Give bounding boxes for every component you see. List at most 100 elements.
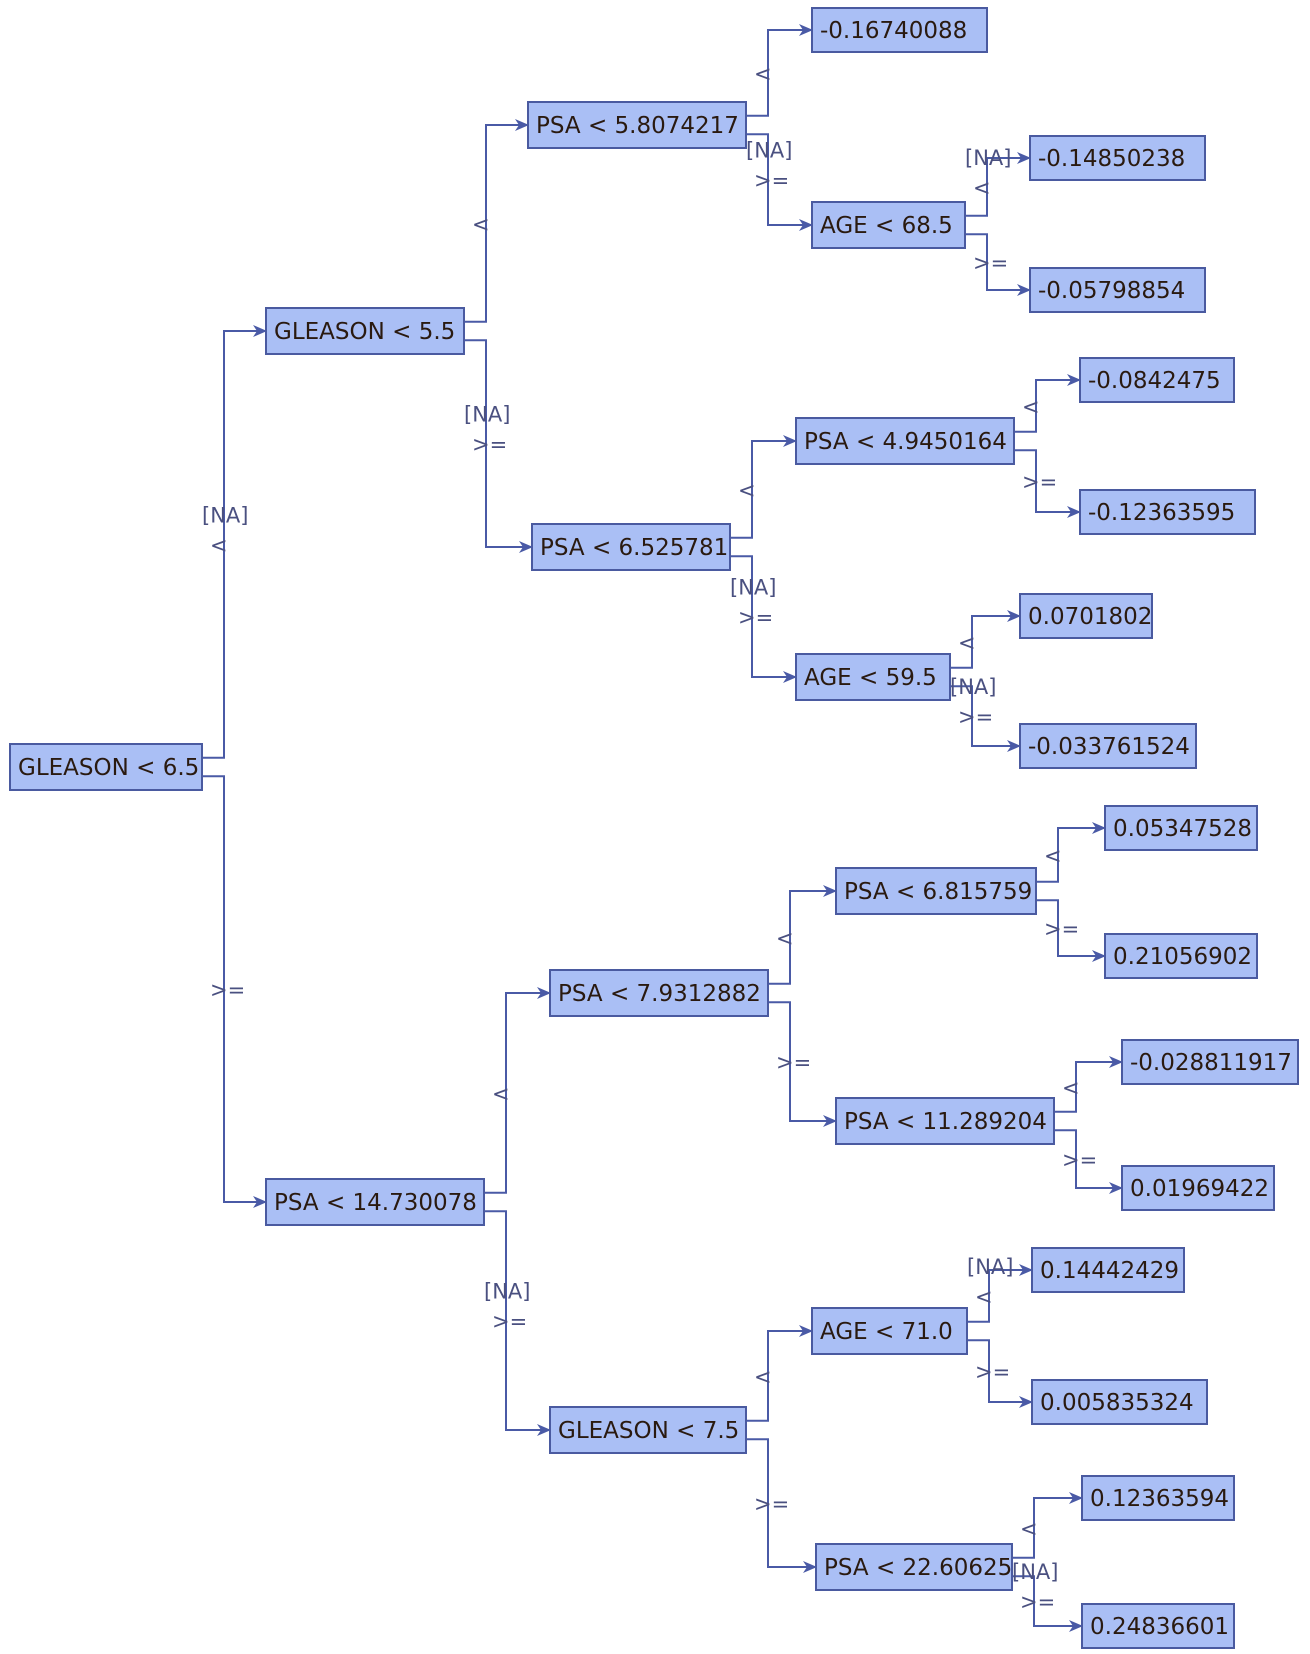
tree-node: PSA < 4.9450164 <box>795 417 1015 465</box>
node-box <box>1121 1165 1275 1211</box>
edge-n24-n27 <box>1012 1492 1083 1559</box>
edge-n3-n8 <box>746 133 813 231</box>
node-label: 0.005835324 <box>1040 1390 1194 1416</box>
node-box <box>811 201 966 249</box>
edge-n5-n18 <box>768 1001 837 1127</box>
edge-n12-n15 <box>950 610 1021 669</box>
tree-node: -0.05798854 <box>1029 267 1206 313</box>
node-box <box>265 307 465 355</box>
edge-n17-n19 <box>1036 822 1106 883</box>
edge-na-label: [NA] <box>1012 1560 1058 1584</box>
edge-label: >= <box>1044 917 1079 941</box>
tree-node: -0.0842475 <box>1079 357 1235 403</box>
node-box <box>1031 1247 1185 1293</box>
edge-n0-n1 <box>202 325 267 759</box>
edge-label: < <box>754 62 772 86</box>
node-label: AGE < 59.5 <box>804 665 937 691</box>
node-label: -0.033761524 <box>1028 734 1190 760</box>
node-box <box>549 1406 747 1454</box>
edge-label: < <box>754 1365 772 1389</box>
edge-n6-n23 <box>746 1325 813 1422</box>
node-label: GLEASON < 7.5 <box>558 1418 739 1444</box>
tree-node: PSA < 7.9312882 <box>549 969 769 1017</box>
tree-node: PSA < 6.815759 <box>835 867 1037 915</box>
node-box <box>1019 723 1197 769</box>
node-box <box>1031 1379 1208 1425</box>
node-box <box>795 417 1015 465</box>
node-box <box>835 867 1037 915</box>
edge-label: < <box>472 212 490 236</box>
node-box <box>1081 1603 1235 1649</box>
edge-na-label: [NA] <box>965 146 1011 170</box>
edge-label: >= <box>1022 470 1057 494</box>
edge-n18-n22 <box>1054 1129 1123 1194</box>
tree-node: 0.24836601 <box>1081 1603 1235 1649</box>
node-label: -0.16740088 <box>820 18 967 44</box>
node-box <box>1104 933 1258 979</box>
tree-node: 0.21056902 <box>1104 933 1258 979</box>
tree-node: GLEASON < 7.5 <box>549 1406 747 1454</box>
edge-n23-n26 <box>967 1339 1033 1408</box>
edge-label: >= <box>1020 1590 1055 1614</box>
edge-label: < <box>958 631 976 655</box>
edge-label: < <box>492 1082 510 1106</box>
node-box <box>265 1178 485 1226</box>
edge-n0-n2 <box>202 775 267 1208</box>
node-label: AGE < 71.0 <box>820 1319 953 1345</box>
node-label: -0.0842475 <box>1088 368 1221 394</box>
edge-n4-n12 <box>730 555 797 683</box>
node-label: PSA < 14.730078 <box>274 1190 477 1216</box>
edge-label: < <box>1044 844 1062 868</box>
node-label: 0.14442429 <box>1040 1258 1179 1284</box>
edge-label: >= <box>210 978 245 1002</box>
edge-n23-n25 <box>967 1264 1033 1323</box>
edge-n6-n24 <box>746 1438 817 1573</box>
node-box <box>1079 357 1235 403</box>
tree-node: PSA < 5.8074217 <box>527 101 747 149</box>
node-label: PSA < 11.289204 <box>844 1109 1047 1135</box>
node-label: -0.12363595 <box>1088 500 1235 526</box>
edge-label: >= <box>472 433 507 457</box>
node-box <box>1081 1475 1235 1521</box>
edge-n12-n16 <box>950 685 1021 752</box>
edge-label: < <box>975 1285 993 1309</box>
tree-node: -0.16740088 <box>811 7 988 53</box>
node-box <box>811 7 988 53</box>
tree-node: 0.14442429 <box>1031 1247 1185 1293</box>
node-box <box>815 1543 1013 1591</box>
node-label: PSA < 22.60625 <box>824 1555 1012 1581</box>
edge-na-label: [NA] <box>746 139 792 163</box>
tree-node: 0.01969422 <box>1121 1165 1275 1211</box>
edge-na-label: [NA] <box>730 576 776 600</box>
edge-label: < <box>776 926 794 950</box>
node-box <box>1121 1039 1299 1085</box>
edge-n2-n5 <box>484 987 551 1194</box>
edge-n8-n9 <box>965 152 1031 217</box>
node-label: 0.05347528 <box>1113 816 1252 842</box>
edge-label: >= <box>754 169 789 193</box>
node-label: GLEASON < 5.5 <box>274 319 455 345</box>
node-box <box>1104 805 1258 851</box>
tree-node: GLEASON < 6.5 <box>9 743 203 791</box>
edge-n11-n13 <box>1014 374 1081 433</box>
edge-na-label: [NA] <box>967 1255 1013 1279</box>
node-box <box>531 523 731 571</box>
edge-na-label: [NA] <box>950 675 996 699</box>
tree-node: PSA < 11.289204 <box>835 1097 1055 1145</box>
node-box <box>527 101 747 149</box>
edge-n1-n3 <box>464 119 529 323</box>
edge-label: < <box>973 176 991 200</box>
node-label: 0.01969422 <box>1130 1176 1269 1202</box>
edge-n18-n21 <box>1054 1056 1123 1113</box>
node-label: PSA < 5.8074217 <box>536 113 739 139</box>
tree-node: PSA < 6.525781 <box>531 523 731 571</box>
tree-node: 0.005835324 <box>1031 1379 1208 1425</box>
edge-n5-n17 <box>768 885 837 985</box>
node-box <box>1079 489 1256 535</box>
edge-label: < <box>738 478 756 502</box>
edge-n3-n7 <box>746 24 813 117</box>
tree-node: -0.14850238 <box>1029 135 1206 181</box>
tree-node: GLEASON < 5.5 <box>265 307 465 355</box>
